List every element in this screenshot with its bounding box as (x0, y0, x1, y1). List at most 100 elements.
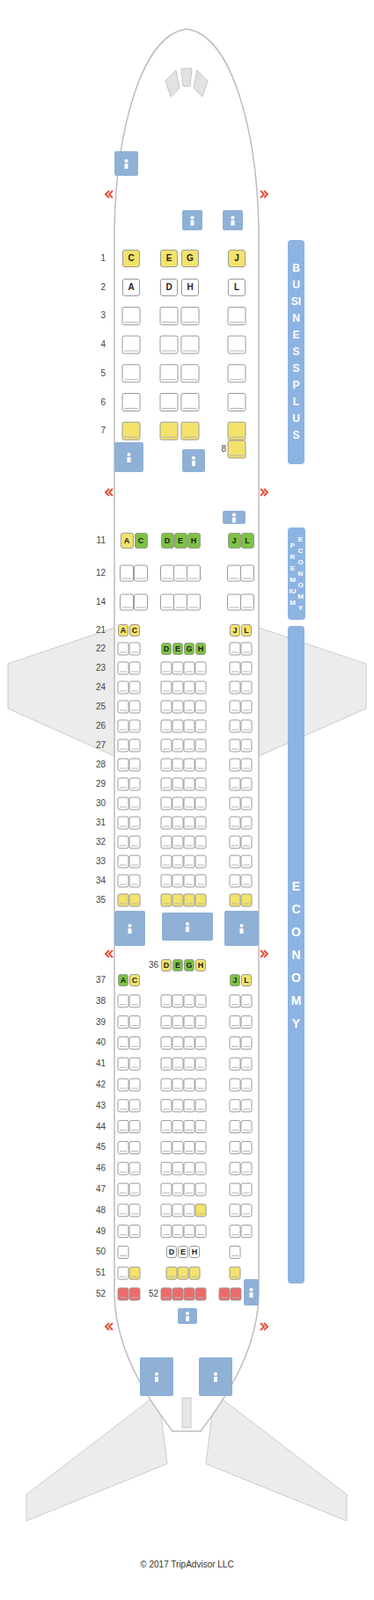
seat-cushion (231, 1256, 239, 1258)
seat-cushion (162, 827, 170, 829)
seat-shape (161, 565, 175, 582)
row-number: 42 (82, 1080, 106, 1092)
seat (161, 996, 172, 1009)
seat (117, 1079, 129, 1093)
seat (187, 565, 201, 582)
seat (161, 720, 172, 734)
seat-shape (117, 778, 129, 792)
seat-letter: E (166, 254, 173, 264)
facility-icon (128, 929, 132, 935)
seat-shape (241, 1142, 252, 1155)
exit-chevron (260, 1324, 268, 1332)
seat (129, 817, 140, 830)
seat (195, 1100, 206, 1114)
seat-cushion (242, 827, 250, 829)
seat-cushion (197, 672, 205, 674)
seat (129, 1079, 140, 1093)
seat (160, 422, 178, 440)
seat-shape (160, 307, 178, 325)
seat-shape (183, 1142, 195, 1155)
seat-shape (229, 1226, 241, 1240)
seat-shape (172, 1058, 184, 1071)
seat-shape (229, 1142, 241, 1155)
seat-cushion (124, 437, 139, 439)
seat (129, 759, 140, 772)
seat-shape (161, 778, 172, 792)
seat-shape (161, 1037, 172, 1050)
seat-cushion (242, 788, 250, 790)
seat-shape (172, 701, 184, 714)
seat (161, 594, 175, 611)
seat (161, 682, 172, 695)
seat (117, 778, 129, 792)
seat (183, 759, 195, 772)
seat (229, 894, 241, 908)
seat-cushion (183, 408, 198, 410)
seat (183, 856, 195, 869)
seat-cushion (242, 749, 250, 751)
row-number: 28 (82, 760, 106, 771)
seat (195, 836, 206, 850)
seat-label-box: D (161, 643, 172, 656)
seat-letter: E (177, 537, 184, 546)
seat-shape (229, 1205, 241, 1218)
seat-cushion (197, 1089, 205, 1091)
seat-cushion (242, 1047, 250, 1049)
seat-cushion (185, 846, 193, 848)
seat (195, 778, 206, 792)
seat-cushion (162, 1068, 170, 1070)
seat-cushion (162, 1214, 170, 1216)
seat (129, 1017, 140, 1030)
left-wing (7, 628, 115, 757)
seat (183, 1122, 195, 1135)
seat-cushion (183, 351, 198, 352)
seat-cushion (185, 904, 193, 906)
seat-cushion (242, 885, 250, 887)
seat-shape (117, 701, 129, 714)
row-number: 46 (82, 1164, 106, 1175)
seat-shape (172, 759, 184, 772)
seat (172, 759, 184, 772)
seat (117, 1037, 129, 1050)
seat-label-box: E (160, 249, 178, 268)
seat-cushion (162, 885, 170, 887)
seat-cushion (119, 652, 127, 654)
row-number: 14 (82, 597, 106, 609)
seat-shape (129, 1058, 140, 1071)
seat (172, 1226, 184, 1240)
seat-shape (134, 594, 148, 611)
row-number: 24 (82, 682, 106, 694)
row-number: 41 (82, 1059, 106, 1071)
seat (227, 365, 246, 383)
seat-cushion (197, 1068, 205, 1070)
facility-icon (191, 461, 196, 467)
seat-label-box: C (122, 249, 140, 268)
seat-shape (195, 740, 206, 753)
facility-icon (231, 220, 235, 227)
seat-shape (241, 875, 252, 888)
seat-cushion (231, 1277, 239, 1279)
seat-letter: C (132, 627, 139, 636)
seat (129, 856, 140, 869)
seat (229, 817, 241, 830)
seat-shape (195, 836, 206, 850)
seat-shape (161, 759, 172, 772)
exit-chevron (105, 951, 113, 959)
seat (161, 1058, 172, 1071)
row-number: 22 (82, 644, 106, 655)
seat-cushion (174, 846, 182, 848)
seat-cushion (119, 1068, 127, 1070)
seat-cushion (197, 885, 205, 887)
seat-cushion (242, 711, 250, 712)
row-number: 8 (203, 444, 227, 455)
seat-cushion (183, 437, 198, 439)
seat-cushion (231, 1214, 239, 1216)
seat (241, 701, 252, 714)
seat (117, 1289, 129, 1302)
seat (195, 662, 206, 675)
seat-shape (172, 1163, 184, 1176)
seat-cushion (131, 827, 139, 829)
seat (183, 798, 195, 811)
facility (114, 442, 144, 473)
seat-cushion (162, 749, 170, 751)
